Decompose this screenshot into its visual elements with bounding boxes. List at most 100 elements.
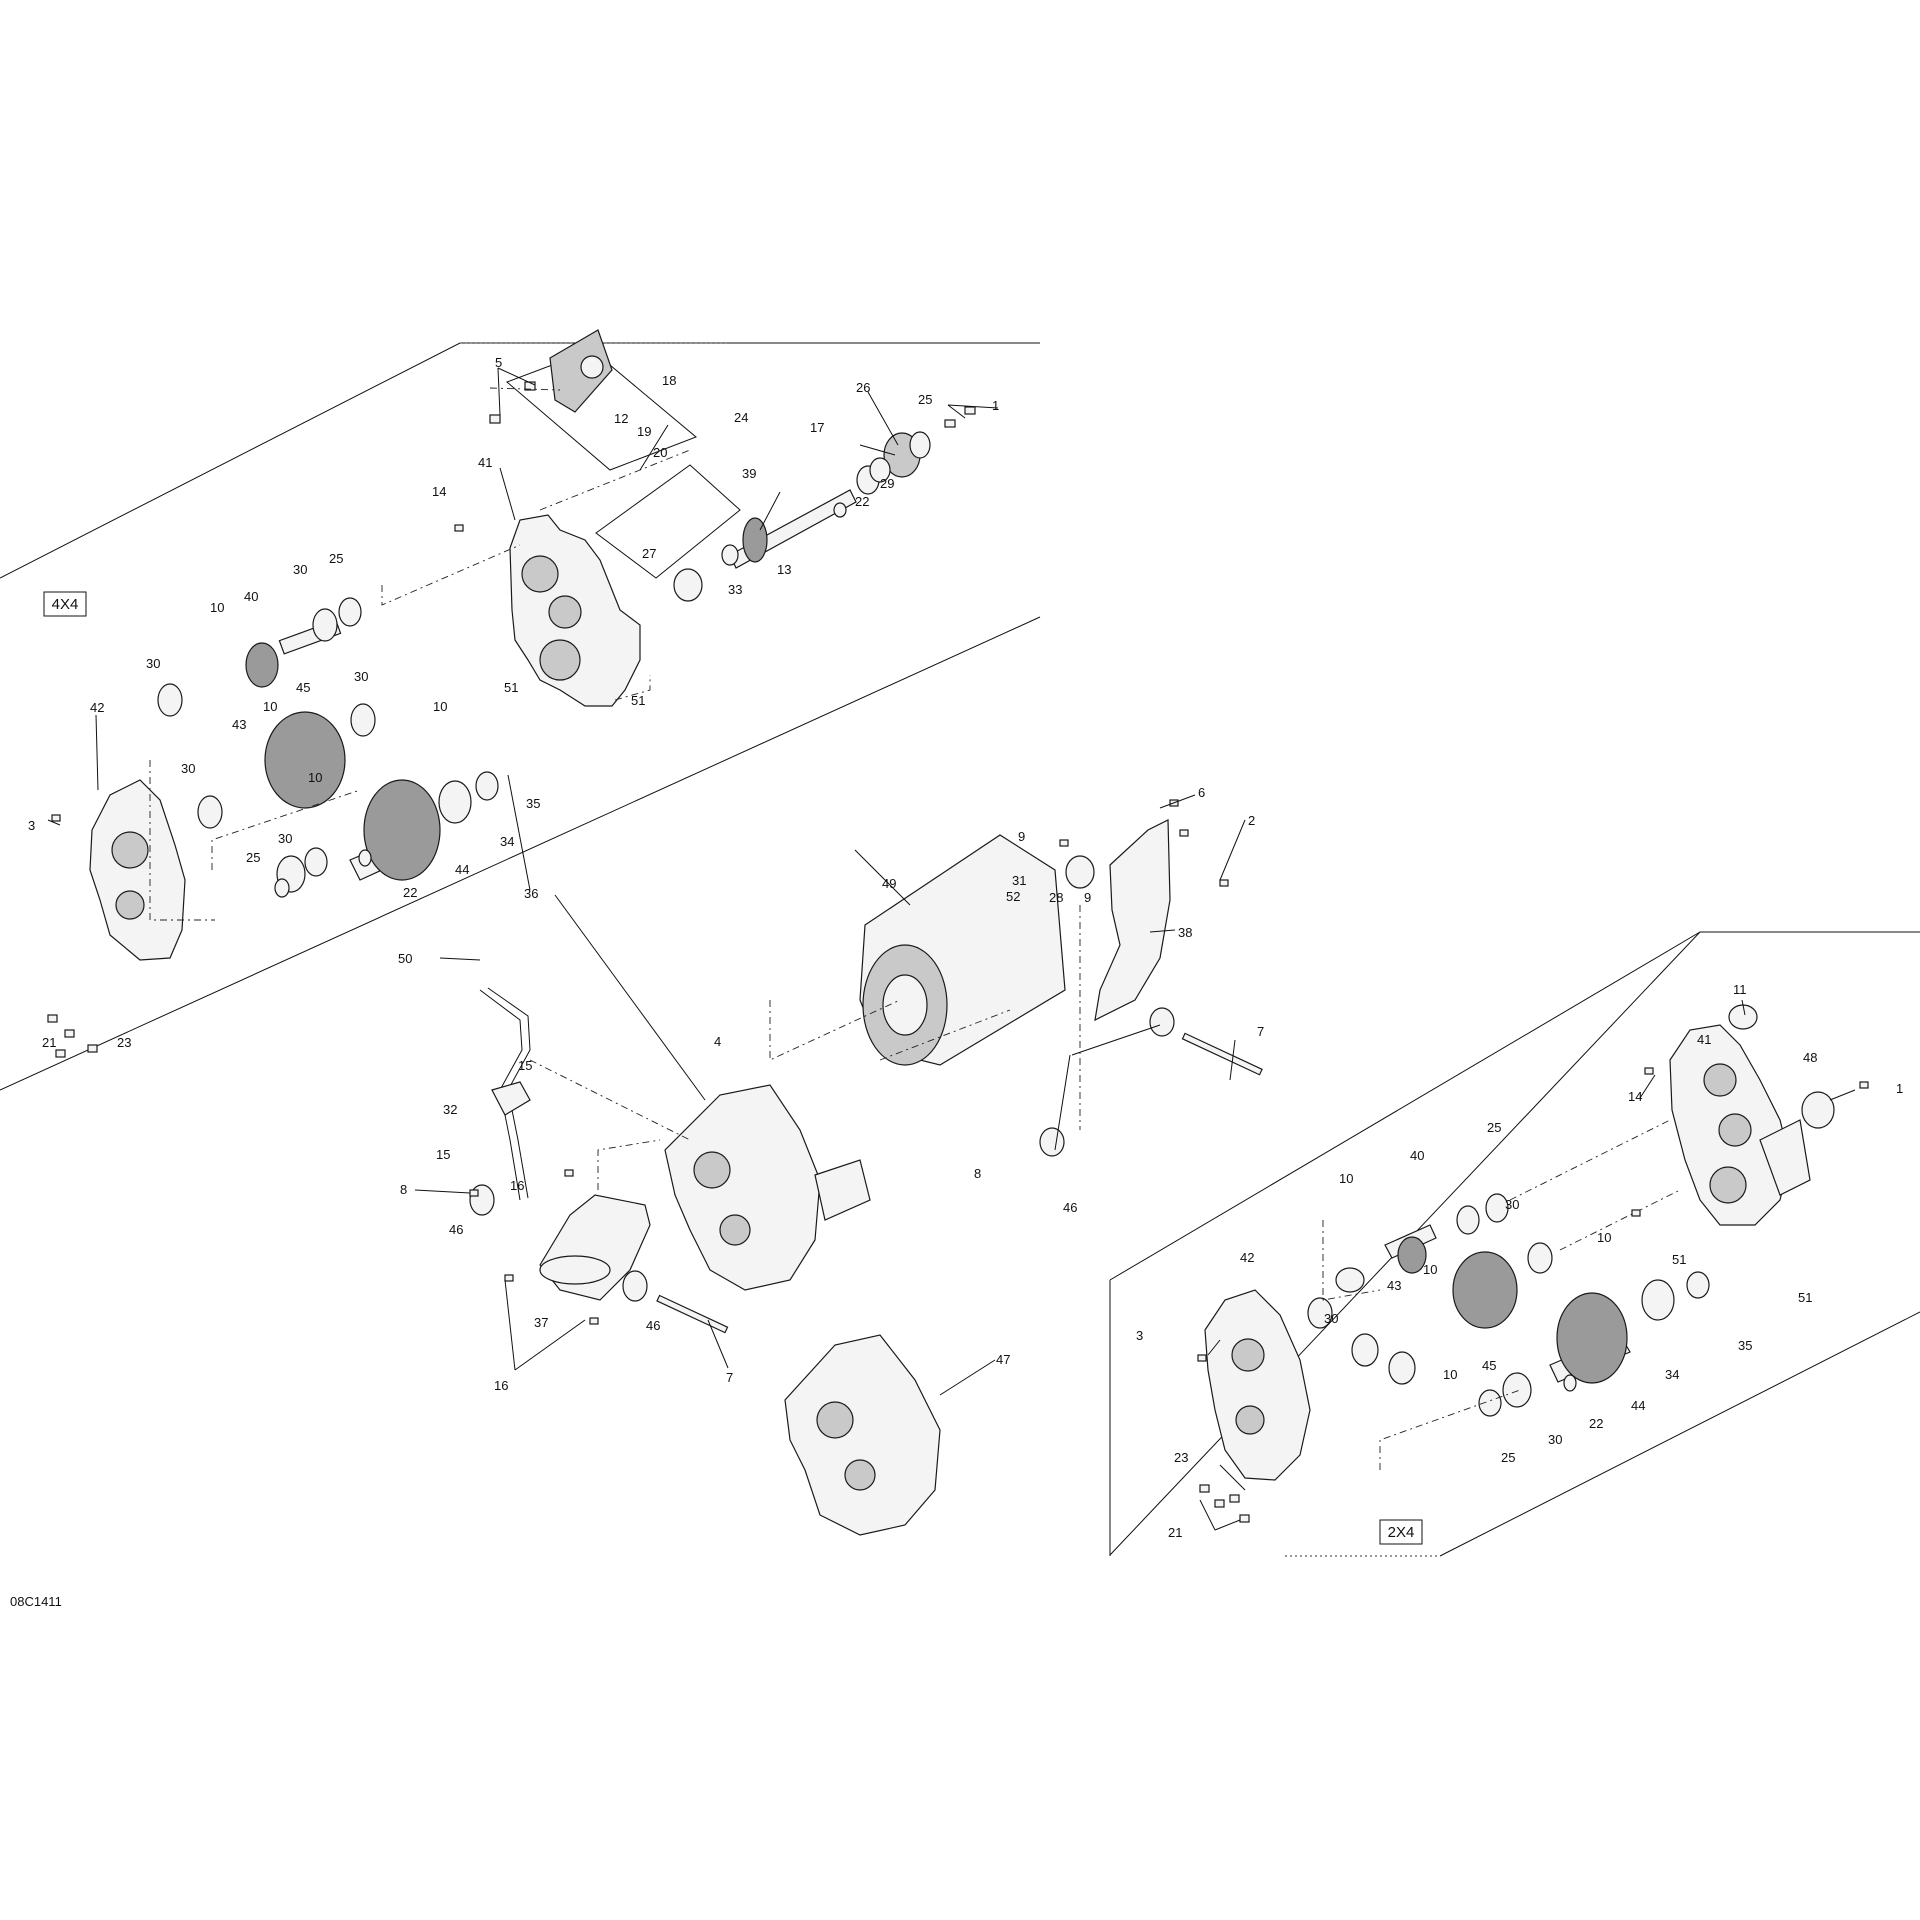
callout: 25 (1501, 1450, 1515, 1465)
callout: 24 (734, 410, 748, 425)
callout: 37 (534, 1315, 548, 1330)
callout: 25 (1487, 1120, 1501, 1135)
callout: 35 (1738, 1338, 1752, 1353)
callout: 13 (777, 562, 791, 577)
callout: 10 (1443, 1367, 1457, 1382)
callout: 22 (403, 885, 417, 900)
callout: 51 (1798, 1290, 1812, 1305)
callout: 25 (246, 850, 260, 865)
callout: 45 (296, 680, 310, 695)
section-frames (0, 342, 1920, 1557)
callout: 22 (855, 494, 869, 509)
callout: 14 (1628, 1089, 1642, 1104)
callout: 51 (1672, 1252, 1686, 1267)
callout: 30 (354, 669, 368, 684)
callout: 41 (1697, 1032, 1711, 1047)
callout: 52 (1006, 889, 1020, 904)
gear-45 (264, 711, 346, 809)
callout: 1 (992, 398, 999, 413)
variant-label-2x4-box (1379, 1519, 1423, 1545)
callout: 50 (398, 951, 412, 966)
transmission-assembly (664, 1084, 821, 1291)
callout: 45 (1482, 1358, 1496, 1373)
callout: 18 (662, 373, 676, 388)
callout: 30 (293, 562, 307, 577)
callout: 10 (433, 699, 447, 714)
callout: 10 (1423, 1262, 1437, 1277)
callout: 23 (117, 1035, 131, 1050)
callout: 6 (1198, 785, 1205, 800)
callout: 8 (974, 1166, 981, 1181)
callout: 30 (278, 831, 292, 846)
callout: 30 (146, 656, 160, 671)
case-half-left-2x4 (1204, 1289, 1311, 1481)
callout: 10 (308, 770, 322, 785)
callout: 16 (494, 1378, 508, 1393)
case-half-left (89, 779, 186, 961)
callout: 43 (232, 717, 246, 732)
callout: 7 (726, 1370, 733, 1385)
callout: 15 (436, 1147, 450, 1162)
callout: 8 (400, 1182, 407, 1197)
callout: 34 (1665, 1367, 1679, 1382)
callout: 39 (742, 466, 756, 481)
callout: 40 (244, 589, 258, 604)
callout: 25 (329, 551, 343, 566)
callout: 20 (653, 445, 667, 460)
callout: 46 (646, 1318, 660, 1333)
callout: 31 (1012, 873, 1026, 888)
callout: 30 (181, 761, 195, 776)
callout: 21 (42, 1035, 56, 1050)
section-4x4: 4X4 (43, 329, 976, 1058)
callout: 9 (1018, 829, 1025, 844)
callout: 17 (810, 420, 824, 435)
callout: 32 (443, 1102, 457, 1117)
callout: 51 (631, 693, 645, 708)
callout: 46 (1063, 1200, 1077, 1215)
callout: 3 (28, 818, 35, 833)
callout: 2 (1248, 813, 1255, 828)
callout: 48 (1803, 1050, 1817, 1065)
callout: 15 (518, 1058, 532, 1073)
callout: 28 (1049, 890, 1063, 905)
callout: 4 (714, 1034, 721, 1049)
callout: 29 (880, 476, 894, 491)
drawing-code: 08C1411 (10, 1594, 62, 1609)
callouts: 5 18 12 19 20 24 26 25 1 17 39 29 22 41 … (28, 355, 1903, 1540)
callout: 12 (614, 411, 628, 426)
callout: 10 (1339, 1171, 1353, 1186)
callout: 14 (432, 484, 446, 499)
callout: 34 (500, 834, 514, 849)
gear-44-2x4 (1556, 1292, 1628, 1384)
bracket-38 (1094, 819, 1171, 1022)
callout: 19 (637, 424, 651, 439)
callout: 35 (526, 796, 540, 811)
variant-label-4x4: 4X4 (52, 596, 79, 613)
callout: 23 (1174, 1450, 1188, 1465)
callout: 11 (1733, 982, 1747, 997)
variant-label-4x4-box (43, 591, 87, 617)
callout: 42 (1240, 1250, 1254, 1265)
callout: 22 (1589, 1416, 1603, 1431)
callout: 25 (918, 392, 932, 407)
callout: 16 (510, 1178, 524, 1193)
callout: 30 (1548, 1432, 1562, 1447)
variant-label-2x4: 2X4 (1388, 1524, 1415, 1541)
callout: 38 (1178, 925, 1192, 940)
section-assembly (469, 799, 1263, 1536)
callout: 51 (504, 680, 518, 695)
callout: 3 (1136, 1328, 1143, 1343)
callout: 1 (1896, 1081, 1903, 1096)
callout: 44 (455, 862, 469, 877)
callout: 43 (1387, 1278, 1401, 1293)
callout: 49 (882, 876, 896, 891)
callout: 10 (263, 699, 277, 714)
callout: 40 (1410, 1148, 1424, 1163)
callout: 10 (1597, 1230, 1611, 1245)
callout: 10 (210, 600, 224, 615)
section-2x4: 2X4 (1197, 1004, 1869, 1545)
callout: 9 (1084, 890, 1091, 905)
callout: 27 (642, 546, 656, 561)
callout: 36 (524, 886, 538, 901)
